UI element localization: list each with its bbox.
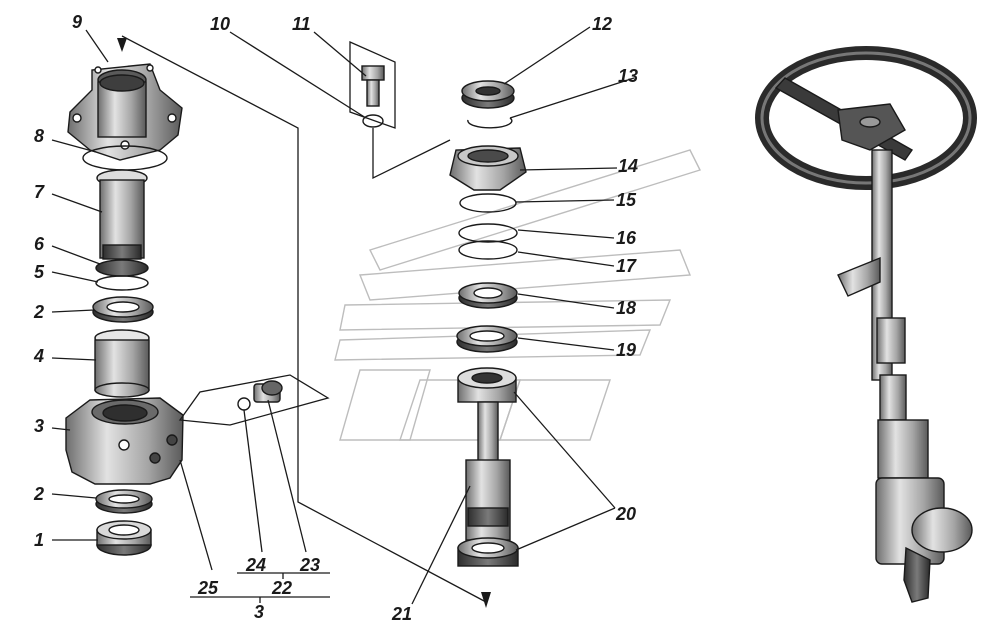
label-22: 22 [271,578,292,598]
label-21: 21 [391,604,412,624]
label-17: 17 [616,256,637,276]
label-1: 1 [34,530,44,550]
roller-bearing-lower [457,537,519,567]
upper-bearing [92,296,154,323]
ring-16 [458,223,518,243]
nut-ring [95,259,149,277]
label-18: 18 [616,298,636,318]
roller-bearing-upper [457,367,517,403]
label-14: 14 [618,156,638,176]
plug-inset [178,374,330,426]
bearing-flange [449,145,527,191]
label-11: 11 [292,14,311,34]
label-20: 20 [615,504,636,524]
lock-washer [95,275,149,291]
label-3-left: 3 [34,416,44,436]
label-23: 23 [299,555,320,575]
label-7: 7 [34,182,45,202]
bolt-inset [349,40,396,129]
spacer-sleeve [94,329,150,398]
steering-wheel-assembly [755,46,977,603]
label-3-bracket: 3 [254,602,264,622]
upper-flange-housing [67,63,183,161]
steering-shaft [465,401,511,541]
bearing-18 [458,282,518,309]
label-19: 19 [616,340,636,360]
label-5: 5 [34,262,45,282]
slotted-nut [96,520,152,556]
shaft-sleeve [96,169,148,260]
label-10: 10 [210,14,230,34]
leader-lines [51,26,635,608]
label-25: 25 [197,578,219,598]
part-labels: 9 8 7 6 5 2 4 3 2 1 10 11 24 23 25 22 3 … [33,12,638,624]
label-4: 4 [33,346,44,366]
ring-17 [458,240,518,260]
lower-bearing [95,489,153,514]
label-13: 13 [618,66,638,86]
label-15: 15 [616,190,637,210]
lower-housing [65,397,184,485]
label-16: 16 [616,228,637,248]
label-24: 24 [245,555,266,575]
label-12: 12 [592,14,612,34]
oil-seal-top [461,80,515,109]
label-2-lower: 2 [33,484,44,504]
label-2-upper: 2 [33,302,44,322]
snap-ring [467,117,513,129]
label-9: 9 [72,12,82,32]
label-6: 6 [34,234,45,254]
seal-19 [456,325,518,353]
o-ring-15 [459,193,517,213]
label-8: 8 [34,126,44,146]
